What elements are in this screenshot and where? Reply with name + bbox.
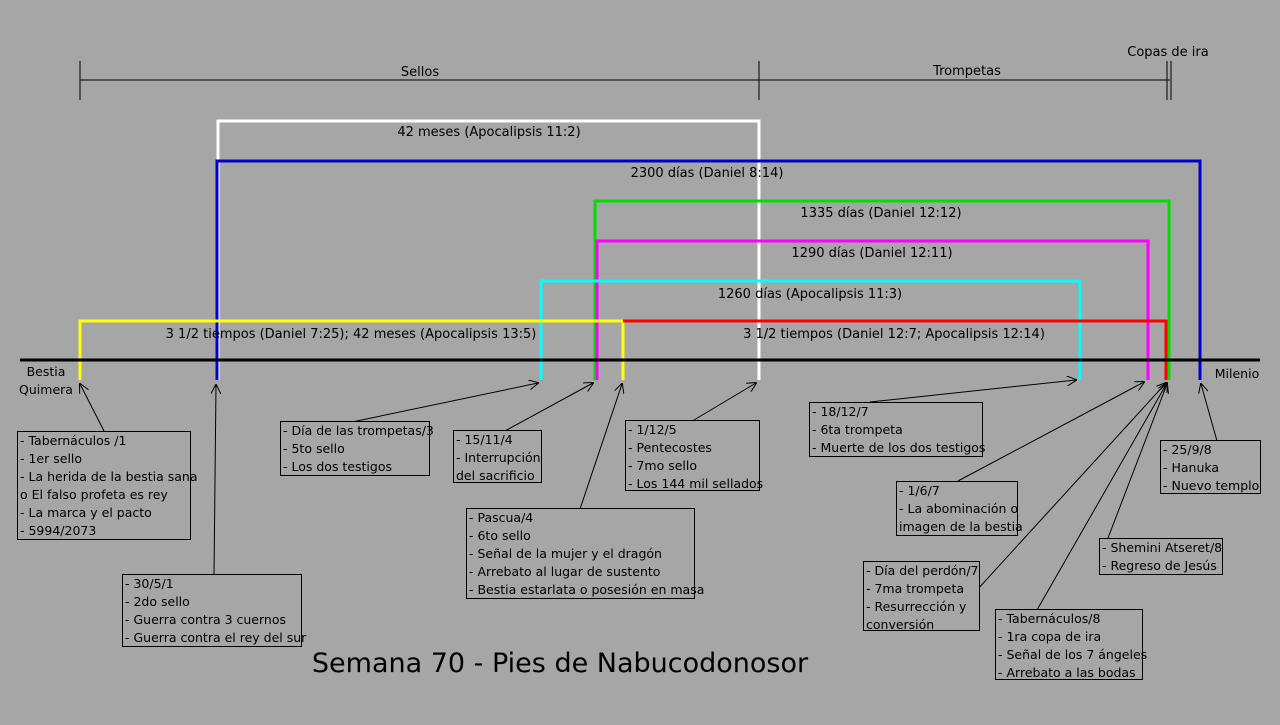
arrow: [80, 384, 105, 432]
note-line: - Pascua/4: [469, 510, 534, 525]
note-line: - Guerra contra 3 cuernos: [125, 612, 287, 627]
period-ruler: [79, 61, 1172, 100]
span-label: 3 1/2 tiempos (Daniel 12:7; Apocalipsis …: [743, 327, 1045, 342]
note-line: - Día de las trompetas/3: [283, 423, 434, 438]
note-line: - 18/12/7: [812, 404, 869, 419]
note-line: - 1ra copa de ira: [998, 629, 1102, 644]
span-3-5-tiempos-daniel-7: [78, 319, 625, 380]
note-line: - Interrupción: [456, 450, 541, 465]
note-line: - 6to sello: [469, 528, 531, 543]
note-line: - 1/12/5: [628, 422, 677, 437]
note-line: - 25/9/8: [1163, 442, 1212, 457]
span-2300-dias: [215, 159, 1202, 380]
period-label-sellos: Sellos: [401, 65, 439, 80]
event-note-tabernaculos-8: - Tabernáculos/8 - 1ra copa de ira - Señal…: [995, 609, 1148, 680]
note-line: conversión: [866, 617, 935, 632]
span-1335-dias: [593, 199, 1171, 380]
arrow: [976, 383, 1166, 591]
arrow: [957, 382, 1144, 482]
event-note-15-11-4: - 15/11/4 - Interrupción del sacrificio: [453, 430, 542, 483]
note-line: - Regreso de Jesús: [1102, 558, 1217, 573]
note-line: - Shemini Atseret/8: [1102, 540, 1223, 555]
note-line: - Muerte de los dos testigos: [812, 440, 986, 455]
arrow: [1036, 383, 1167, 611]
event-note-pascua: - Pascua/4 - 6to sello - Señal de la mujer…: [466, 508, 705, 599]
event-note-dia-trompetas: - Día de las trompetas/3 - 5to sello - Los…: [280, 421, 434, 476]
timeline-start-label: Quimera: [19, 382, 73, 397]
note-line: - Resurrección y: [866, 599, 967, 614]
event-arrows: [80, 380, 1218, 611]
note-line: - Nuevo templo: [1163, 478, 1260, 493]
span-label: 1260 días (Apocalipsis 11:3): [718, 287, 902, 302]
note-line: - Hanuka: [1163, 460, 1220, 475]
arrow: [351, 383, 538, 423]
span-label: 2300 días (Daniel 8:14): [631, 166, 784, 181]
note-line: - Los dos testigos: [283, 459, 393, 474]
span-label: 42 meses (Apocalipsis 11:2): [397, 125, 580, 140]
note-line: - 1/6/7: [899, 483, 940, 498]
note-line: del sacrificio: [456, 468, 535, 483]
arrow: [214, 385, 216, 576]
note-line: - 2do sello: [125, 594, 190, 609]
arrow: [579, 384, 622, 510]
note-line: - Arrebato al lugar de sustento: [469, 564, 661, 579]
timeline-end-label: Milenio: [1215, 366, 1259, 381]
note-line: - Los 144 mil sellados: [628, 476, 764, 491]
note-line: - La abominación o: [899, 501, 1019, 516]
note-line: - Tabernáculos/8: [998, 611, 1101, 626]
arrow: [693, 383, 756, 421]
event-note-1-12-5: - 1/12/5 - Pentecostes - 7mo sello - Los 14…: [625, 420, 764, 491]
span-label: 3 1/2 tiempos (Daniel 7:25); 42 meses (A…: [166, 327, 537, 342]
note-line: - La herida de la bestia sana: [20, 469, 198, 484]
span-1290-dias: [595, 239, 1150, 380]
note-line: - 15/11/4: [456, 432, 513, 447]
note-line: o El falso profeta es rey: [20, 487, 168, 502]
event-note-dia-perdon: - Día del perdón/7 - 7ma trompeta - Resurr…: [863, 561, 980, 632]
event-note-25-9-8: - 25/9/8 - Hanuka - Nuevo templo: [1160, 440, 1261, 494]
event-note-shemini-atseret: - Shemini Atseret/8 - Regreso de Jesús: [1099, 538, 1223, 575]
arrow: [1107, 384, 1167, 539]
note-line: - 1er sello: [20, 451, 83, 466]
note-line: - 7ma trompeta: [866, 581, 965, 596]
note-line: - Señal de la mujer y el dragón: [469, 546, 662, 561]
note-line: - Día del perdón/7: [866, 563, 979, 578]
span-1260-dias: [539, 279, 1082, 380]
event-note-30-5-1: - 30/5/1 - 2do sello - Guerra contra 3 cue…: [122, 574, 307, 647]
page-title: Semana 70 - Pies de Nabucodonosor: [311, 648, 809, 679]
period-label-trompetas: Trompetas: [932, 64, 1001, 79]
span-label: 1335 días (Daniel 12:12): [800, 206, 961, 221]
note-line: - Tabernáculos /1: [20, 433, 127, 448]
note-line: - Señal de los 7 ángeles: [998, 647, 1148, 662]
note-line: - 30/5/1: [125, 576, 174, 591]
note-line: - 5994/2073: [20, 523, 97, 538]
arrow: [504, 383, 593, 432]
timeline-start-label: Bestia: [27, 364, 66, 379]
event-note-tabernaculos-1: - Tabernáculos /1 - 1er sello - La herida …: [17, 431, 198, 540]
arrow: [1201, 384, 1218, 442]
prophetic-spans: [78, 119, 1202, 380]
event-note-18-12-7: - 18/12/7 - 6ta trompeta - Muerte de los d…: [809, 402, 986, 457]
note-line: - 6ta trompeta: [812, 422, 903, 437]
note-line: - 5to sello: [283, 441, 345, 456]
note-line: - Pentecostes: [628, 440, 712, 455]
note-line: - 7mo sello: [628, 458, 698, 473]
event-note-1-6-7: - 1/6/7 - La abominación o imagen de la be…: [896, 481, 1023, 536]
note-line: - Arrebato a las bodas: [998, 665, 1136, 680]
note-line: - Guerra contra el rey del sur: [125, 630, 307, 645]
note-line: - La marca y el pacto: [20, 505, 152, 520]
note-line: - Bestia estarlata o posesión en masa: [469, 582, 705, 597]
period-label-copas: Copas de ira: [1127, 45, 1208, 60]
note-line: imagen de la bestia: [899, 519, 1023, 534]
arrow: [869, 380, 1076, 403]
span-label: 1290 días (Daniel 12:11): [791, 246, 952, 261]
